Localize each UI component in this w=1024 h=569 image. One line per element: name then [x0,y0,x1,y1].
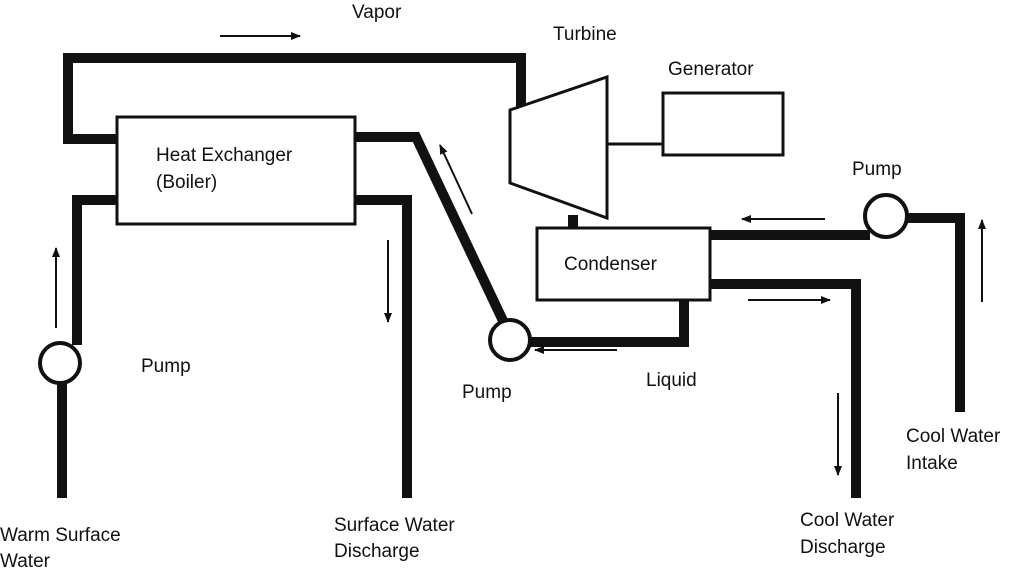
cool-water-discharge-pipe [710,279,861,498]
pump-left-label: Pump [141,356,191,377]
cool-water-intake-label-line1: Cool Water [906,426,1001,447]
condenser-label: Condenser [564,254,658,275]
warm-surface-water-label-line1: Warm Surface [0,525,121,546]
heat-exchanger-box [115,115,357,226]
cool-water-intake-pipe [905,213,965,412]
generator-box [661,91,785,157]
working-fluid-return-pipe [355,132,510,328]
vapor-label: Vapor [352,2,402,23]
heat-exchanger-label-line1: Heat Exchanger [156,145,293,166]
surface-water-discharge-label-line1: Surface Water [334,515,455,536]
pump-center-label: Pump [462,382,512,403]
pump-left-icon [38,341,82,385]
liquid-label: Liquid [646,370,697,391]
turbine-label: Turbine [553,24,617,45]
pump-center-icon [488,318,532,362]
turbine-shape [508,74,609,221]
cool-water-intake-label-line2: Intake [906,453,958,474]
cool-water-discharge-label-line2: Discharge [800,537,886,558]
heat-exchanger-label-line2: (Boiler) [156,172,217,193]
cool-water-discharge-label-line1: Cool Water [800,510,895,531]
warm-water-intake-pipe [72,195,118,345]
liquid-pipe [525,298,689,347]
pump-right-icon [863,193,909,239]
generator-label: Generator [668,59,754,80]
condenser-box [535,226,712,302]
flow-arrow-diagonal [439,144,473,215]
vapor-pipe [63,53,526,144]
pump-right-label: Pump [852,159,902,180]
warm-surface-water-label-line2: Water [0,551,51,569]
surface-water-discharge-pipe [355,195,412,498]
surface-water-discharge-label-line2: Discharge [334,541,420,562]
